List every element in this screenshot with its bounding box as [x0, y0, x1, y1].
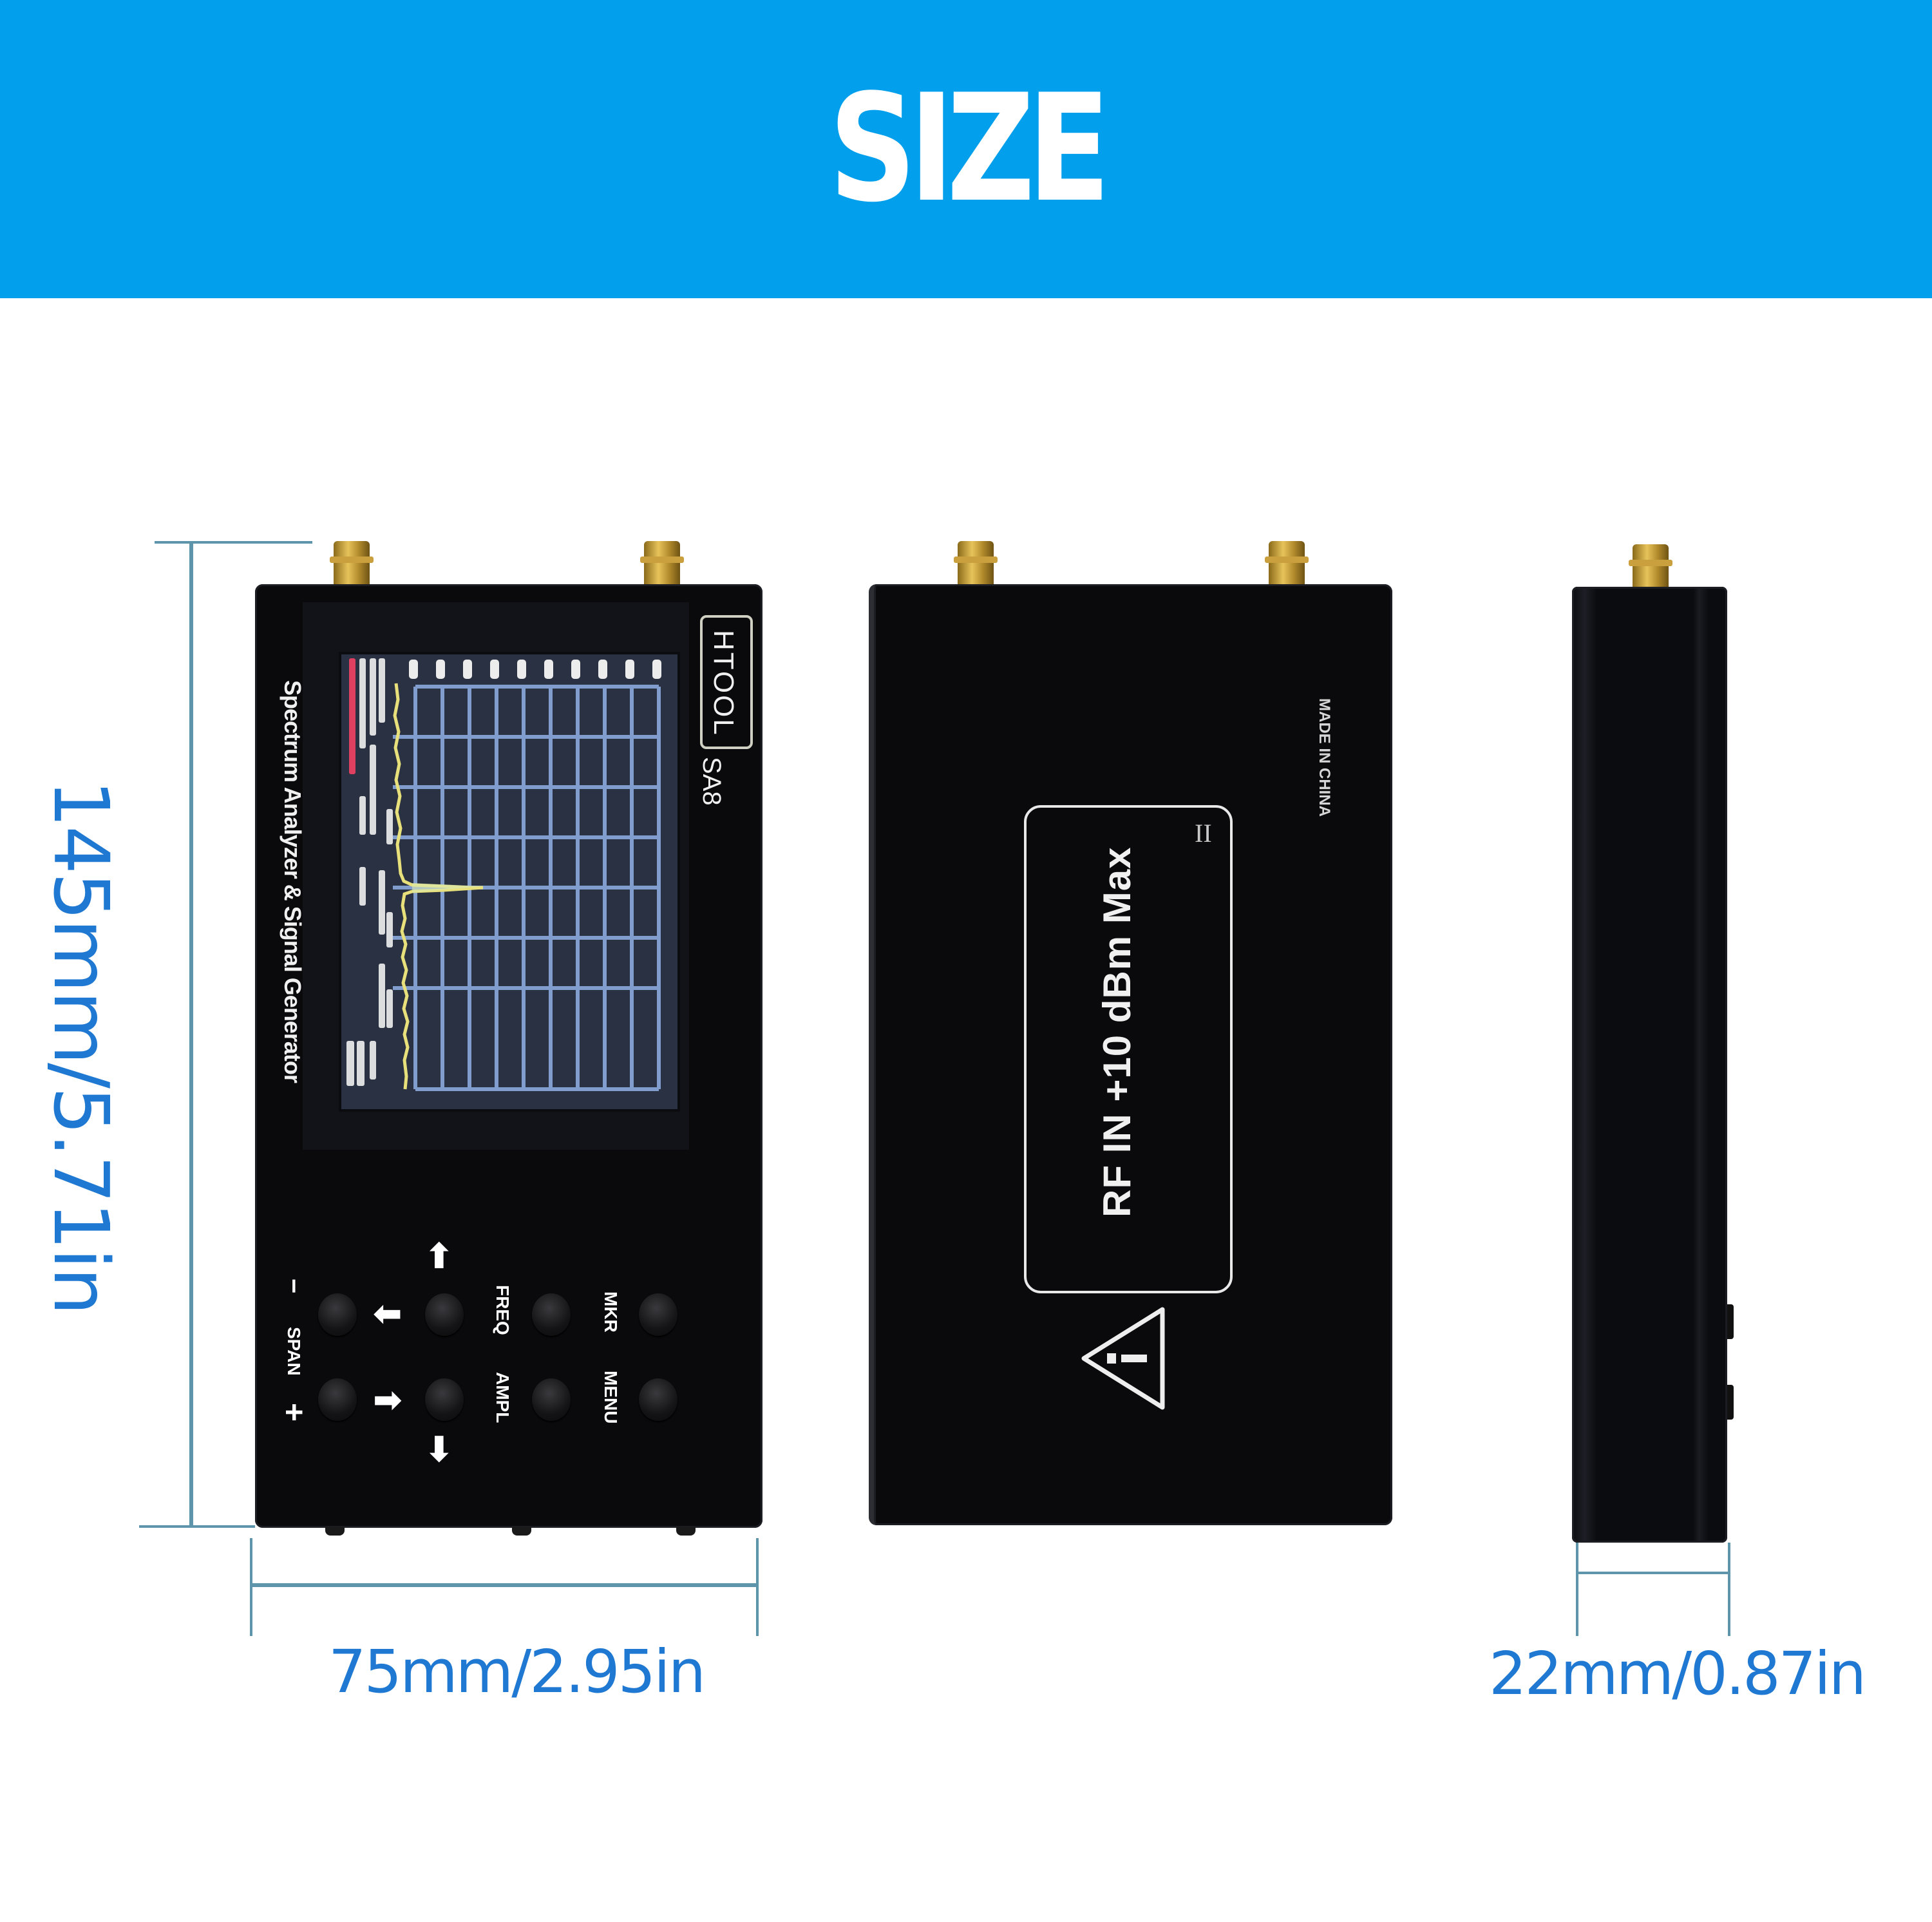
brand-logo-box	[700, 615, 753, 749]
back-sma-connector-right	[1265, 541, 1309, 586]
left-arrow-icon: ⬅	[374, 1295, 402, 1333]
depth-dimension-label: 22mm/0.87in	[1489, 1639, 1866, 1708]
spectrum-grid	[346, 658, 661, 1091]
depth-dimension-right-tick	[1728, 1543, 1730, 1636]
height-dimension-bottom-tick	[139, 1525, 255, 1528]
side-button-lower[interactable]	[1727, 1385, 1734, 1420]
down-arrow-icon: ⬇	[425, 1431, 453, 1469]
side-button-upper[interactable]	[1727, 1304, 1734, 1339]
rf-input-label: RF IN +10 dBm Max	[1095, 846, 1139, 1218]
front-foot-right	[676, 1527, 696, 1536]
mkr-button[interactable]	[639, 1293, 677, 1336]
span-plus-label: +	[276, 1403, 312, 1422]
made-in-china-label: MADE IN CHINA	[1316, 698, 1333, 817]
depth-dimension-left-tick	[1576, 1543, 1578, 1636]
ampl-button[interactable]	[532, 1378, 571, 1421]
width-dimension-right-tick	[756, 1538, 759, 1636]
banner-title: SIZE	[829, 63, 1110, 235]
analyzer-screen	[339, 652, 680, 1112]
width-dimension-label: 75mm/2.95in	[328, 1637, 706, 1706]
menu-button[interactable]	[639, 1378, 677, 1421]
up-nav-button[interactable]	[425, 1293, 464, 1336]
span-minus-label: −	[279, 1279, 308, 1294]
back-sma-connector-left	[954, 541, 998, 586]
height-dimension-top-tick	[155, 541, 312, 544]
roman-numeral-mark: II	[1195, 819, 1212, 848]
side-sma-connector	[1629, 544, 1672, 589]
span-minus-button[interactable]	[318, 1293, 357, 1336]
front-foot-center	[512, 1527, 531, 1536]
width-dimension-left-tick	[250, 1538, 252, 1636]
menu-label: MENU	[601, 1371, 621, 1424]
freq-label: FREQ	[493, 1285, 513, 1335]
warning-triangle-icon	[1081, 1307, 1165, 1410]
header-banner: SIZE	[0, 0, 1932, 298]
side-device-body	[1572, 587, 1727, 1543]
mkr-label: MKR	[601, 1291, 621, 1333]
span-plus-button[interactable]	[318, 1378, 357, 1421]
height-dimension-label: 145mm/5.71in	[37, 779, 126, 1314]
up-arrow-icon: ⬆	[425, 1238, 453, 1275]
sma-connector-right	[640, 541, 684, 586]
model-label: SA8	[697, 757, 726, 806]
back-device-body	[869, 584, 1392, 1525]
down-nav-button[interactable]	[425, 1378, 464, 1421]
sma-connector-left	[330, 541, 374, 586]
depth-dimension-line	[1577, 1572, 1729, 1574]
height-dimension-line	[189, 542, 193, 1528]
ampl-label: AMPL	[493, 1372, 513, 1423]
freq-button[interactable]	[532, 1293, 571, 1336]
right-arrow-icon: ➡	[374, 1382, 402, 1419]
span-label: SPAN	[284, 1327, 304, 1376]
brand-logo: HTOOL	[708, 630, 739, 737]
width-dimension-line	[251, 1583, 757, 1587]
front-foot-left	[325, 1527, 345, 1536]
rf-input-label-box	[1024, 805, 1233, 1293]
product-name-label: Spectrum Analyzer & Signal Generator	[279, 680, 306, 1083]
